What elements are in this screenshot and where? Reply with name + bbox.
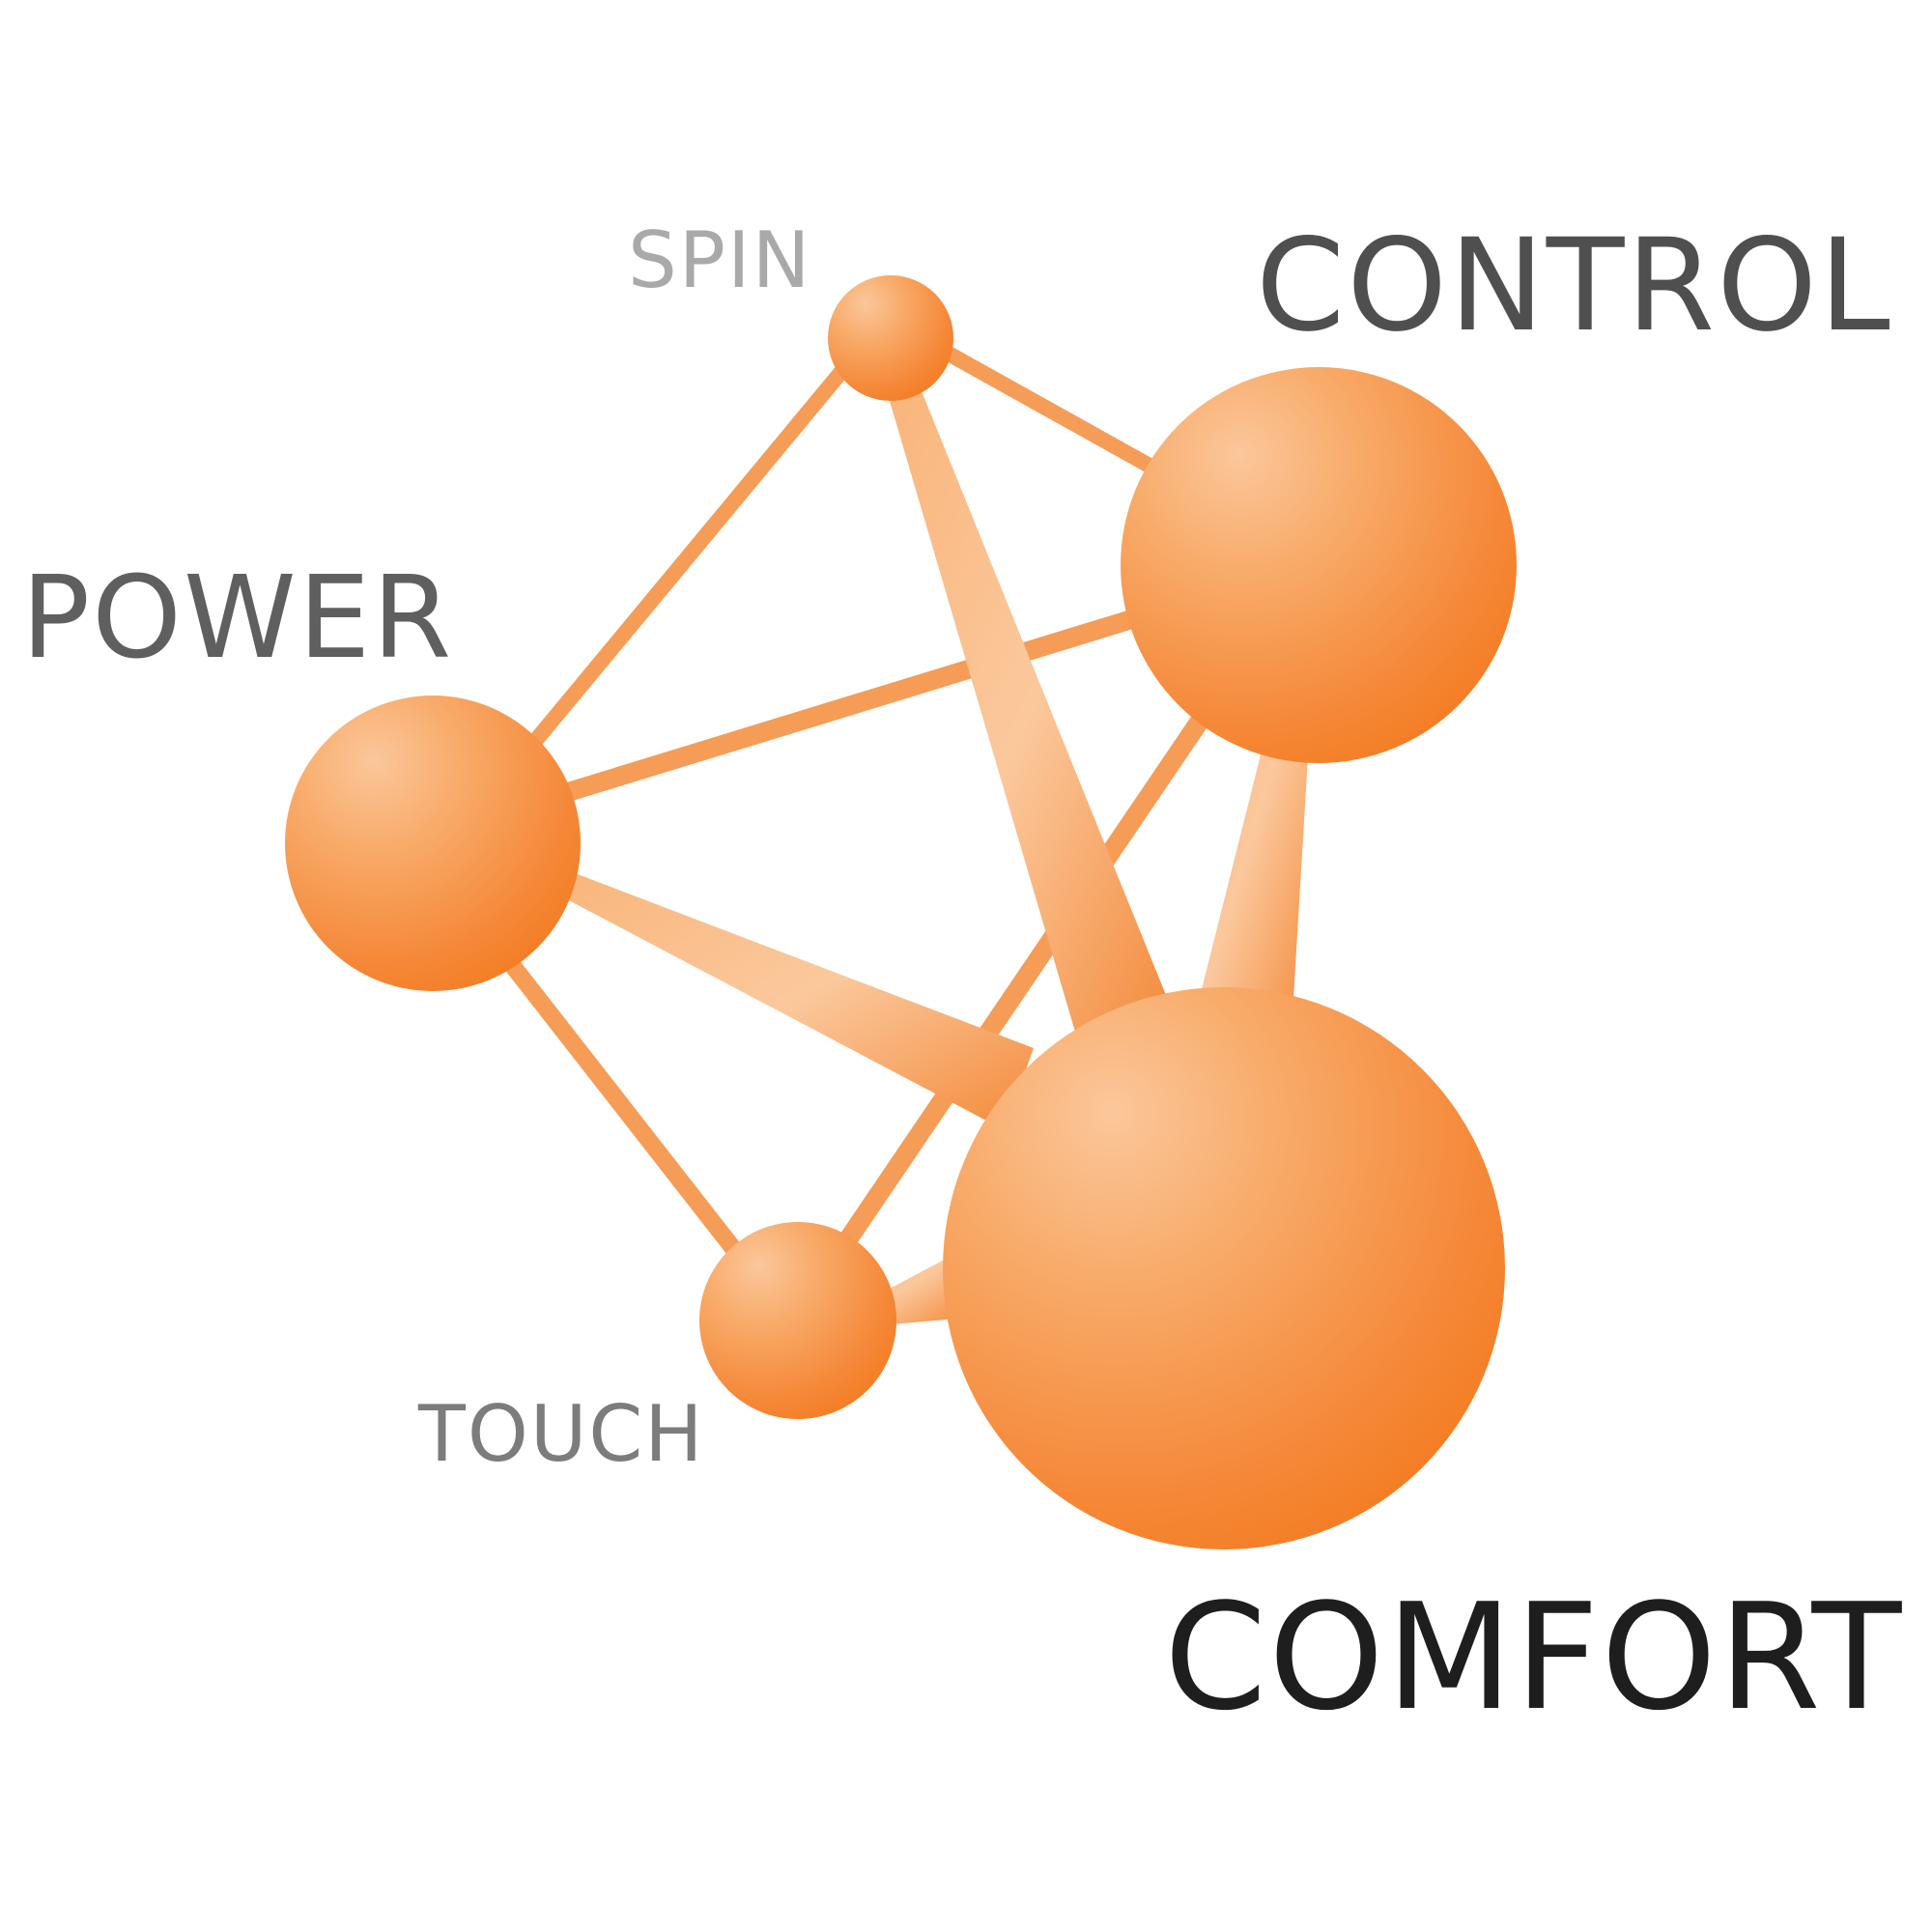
rod-touch-control	[840, 707, 1212, 1246]
label-spin: SPIN	[628, 215, 812, 305]
rod-power-control	[558, 609, 1145, 802]
label-control: CONTROL	[1256, 212, 1892, 360]
node-comfort	[943, 987, 1505, 1549]
rod-power-comfort	[549, 871, 1034, 1130]
node-spin	[828, 275, 953, 401]
label-power: POWER	[21, 551, 454, 684]
rod-spin-comfort	[887, 386, 1174, 1038]
node-power	[285, 696, 581, 991]
label-comfort: COMFORT	[1164, 1572, 1904, 1743]
node-touch	[699, 1222, 896, 1419]
rod-spin-power	[524, 359, 853, 753]
connector-group	[500, 345, 1316, 1328]
node-control	[1121, 367, 1517, 763]
node-group	[285, 275, 1517, 1549]
label-touch: TOUCH	[418, 1389, 705, 1479]
rod-power-touch	[500, 952, 748, 1264]
